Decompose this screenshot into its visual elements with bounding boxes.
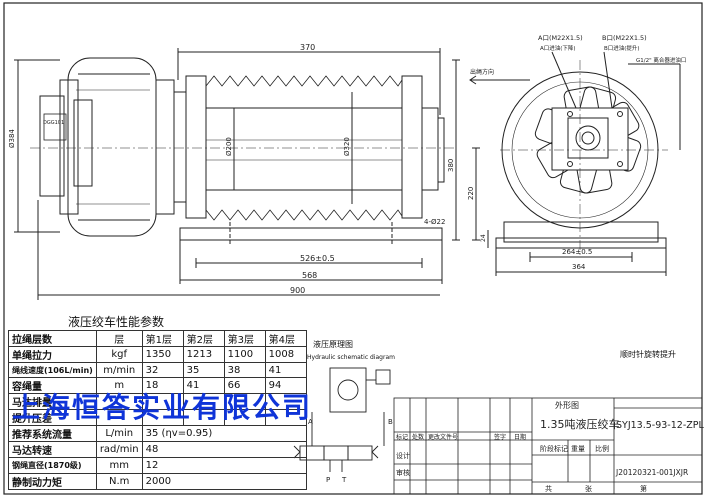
tb-design: 设计 bbox=[396, 452, 410, 460]
schematic-title-en: Hydraulic schematic diagram bbox=[307, 354, 395, 361]
table-row: 推荐系统流量 L/min 35 (ηv=0.95) bbox=[8, 425, 307, 443]
dim-264: 264±0.5 bbox=[562, 248, 592, 256]
document-number: J20120321-001JXJR bbox=[616, 468, 689, 477]
header-cell: 拉绳层数 bbox=[8, 330, 97, 347]
header-cell: 第3层 bbox=[223, 330, 266, 347]
company-watermark: 上海恒答实业有限公司 bbox=[12, 391, 313, 424]
performance-table: 拉绳层数 层 第1层 第2层 第3层 第4层 单绳拉力 kgf 1350 121… bbox=[8, 330, 307, 490]
dim-364: 364 bbox=[572, 263, 586, 271]
dim-384: Ø384 bbox=[8, 129, 16, 148]
dim-4-22: 4-Ø22 bbox=[424, 218, 445, 226]
hydraulic-schematic bbox=[293, 367, 391, 472]
table-cell: 48 bbox=[141, 441, 307, 459]
table-cell: 2000 bbox=[141, 472, 307, 490]
dim-568: 568 bbox=[302, 271, 317, 280]
schematic-port-a: A bbox=[308, 418, 313, 426]
header-cell: 第4层 bbox=[264, 330, 307, 347]
table-cell: 38 bbox=[223, 361, 266, 379]
header-cell: 层 bbox=[95, 330, 143, 347]
table-cell: 1100 bbox=[223, 346, 266, 363]
tb-mark: 标记 bbox=[396, 434, 409, 441]
table-row: 马达排量 bbox=[8, 393, 307, 411]
table-row: 钢绳直径(1870级) mm 12 bbox=[8, 457, 307, 474]
table-row: 单绳拉力 kgf 1350 1213 1100 1008 bbox=[8, 346, 307, 363]
port-b-label: B口(M22X1.5) bbox=[602, 34, 647, 42]
table-header-row: 拉绳层数 层 第1层 第2层 第3层 第4层 bbox=[8, 330, 307, 347]
table-cell: N.m bbox=[95, 472, 143, 490]
rotation-note: 顺时针旋转提升 bbox=[620, 350, 676, 359]
port-a-sub: A口进油(下降) bbox=[540, 44, 576, 52]
table-cell: 静制动力矩 bbox=[8, 472, 97, 490]
table-cell: 钢绳直径(1870级) bbox=[8, 457, 97, 474]
table-cell: kgf bbox=[95, 346, 143, 363]
table-row: 容绳量 m 18 41 66 94 bbox=[8, 377, 307, 395]
table-cell: 绳线速度(106L/min) bbox=[8, 361, 97, 379]
schematic-port-b: B bbox=[388, 418, 393, 426]
table-cell: 单绳拉力 bbox=[8, 346, 97, 363]
port-g-label: G1/2" 离合器进油口 bbox=[636, 56, 686, 64]
dim-900: 900 bbox=[290, 286, 305, 295]
title-block bbox=[393, 397, 703, 495]
table-row: 马达转速 rad/min 48 bbox=[8, 441, 307, 459]
tb-sign: 签字 bbox=[494, 434, 507, 441]
perf-table-title: 液压绞车性能参数 bbox=[68, 315, 165, 329]
dim-220: 220 bbox=[467, 187, 475, 200]
dim-380: 380 bbox=[447, 159, 455, 172]
dim-320: Ø320 bbox=[343, 137, 351, 156]
side-view bbox=[469, 51, 681, 276]
port-a-label: A口(M22X1.5) bbox=[538, 34, 583, 42]
table-row: 绳线速度(106L/min) m/min 32 35 38 41 bbox=[8, 361, 307, 379]
header-cell: 第1层 bbox=[141, 330, 184, 347]
table-cell: rad/min bbox=[95, 441, 143, 459]
drawing-number: SYJ13.5-93-12-ZPL bbox=[616, 420, 704, 431]
tb-page: 第 bbox=[640, 485, 647, 493]
front-view bbox=[14, 48, 480, 300]
tb-count: 处数 bbox=[412, 434, 425, 441]
dim-24: 24 bbox=[480, 234, 487, 242]
table-cell: 推荐系统流量 bbox=[8, 425, 97, 443]
table-cell: 35 (ηv=0.95) bbox=[141, 425, 307, 443]
tb-total: 共 bbox=[545, 485, 552, 493]
brand-plate: DGG101 bbox=[43, 120, 64, 126]
table-cell: 马达转速 bbox=[8, 441, 97, 459]
table-cell: 41 bbox=[264, 361, 307, 379]
dim-200: Ø200 bbox=[225, 137, 233, 156]
tb-weight: 重量 bbox=[571, 445, 585, 453]
tb-date: 日期 bbox=[514, 434, 527, 441]
sheet-border bbox=[3, 2, 703, 495]
tb-check: 审核 bbox=[396, 469, 410, 477]
table-cell: 35 bbox=[182, 361, 225, 379]
schematic-title: 液压原理图 bbox=[313, 340, 353, 349]
table-cell: mm bbox=[95, 457, 143, 474]
tb-scale: 比例 bbox=[595, 445, 609, 453]
table-row: 静制动力矩 N.m 2000 bbox=[8, 472, 307, 490]
outline-label: 外形图 bbox=[555, 401, 579, 410]
header-cell: 第2层 bbox=[182, 330, 225, 347]
table-cell: L/min bbox=[95, 425, 143, 443]
table-cell: 32 bbox=[141, 361, 184, 379]
table-row: 提升压差 bbox=[8, 409, 307, 427]
dim-526: 526±0.5 bbox=[300, 254, 335, 263]
tb-stage: 阶段标记 bbox=[540, 445, 568, 453]
table-cell: 12 bbox=[141, 457, 307, 474]
schematic-port-p: P bbox=[326, 476, 330, 484]
tb-file-no: 更改文件号 bbox=[428, 434, 459, 441]
product-name: 1.35吨液压绞车 bbox=[540, 418, 620, 431]
table-cell: 1008 bbox=[264, 346, 307, 363]
tb-sheet: 张 bbox=[585, 485, 592, 493]
port-b-sub: B口进油(提升) bbox=[604, 44, 640, 52]
dim-370: 370 bbox=[300, 43, 315, 52]
table-cell: 1350 bbox=[141, 346, 184, 363]
schematic-port-t: T bbox=[341, 476, 347, 484]
table-cell: m/min bbox=[95, 361, 143, 379]
rope-direction: 出绳方向 bbox=[470, 68, 494, 76]
table-cell: 1213 bbox=[182, 346, 225, 363]
